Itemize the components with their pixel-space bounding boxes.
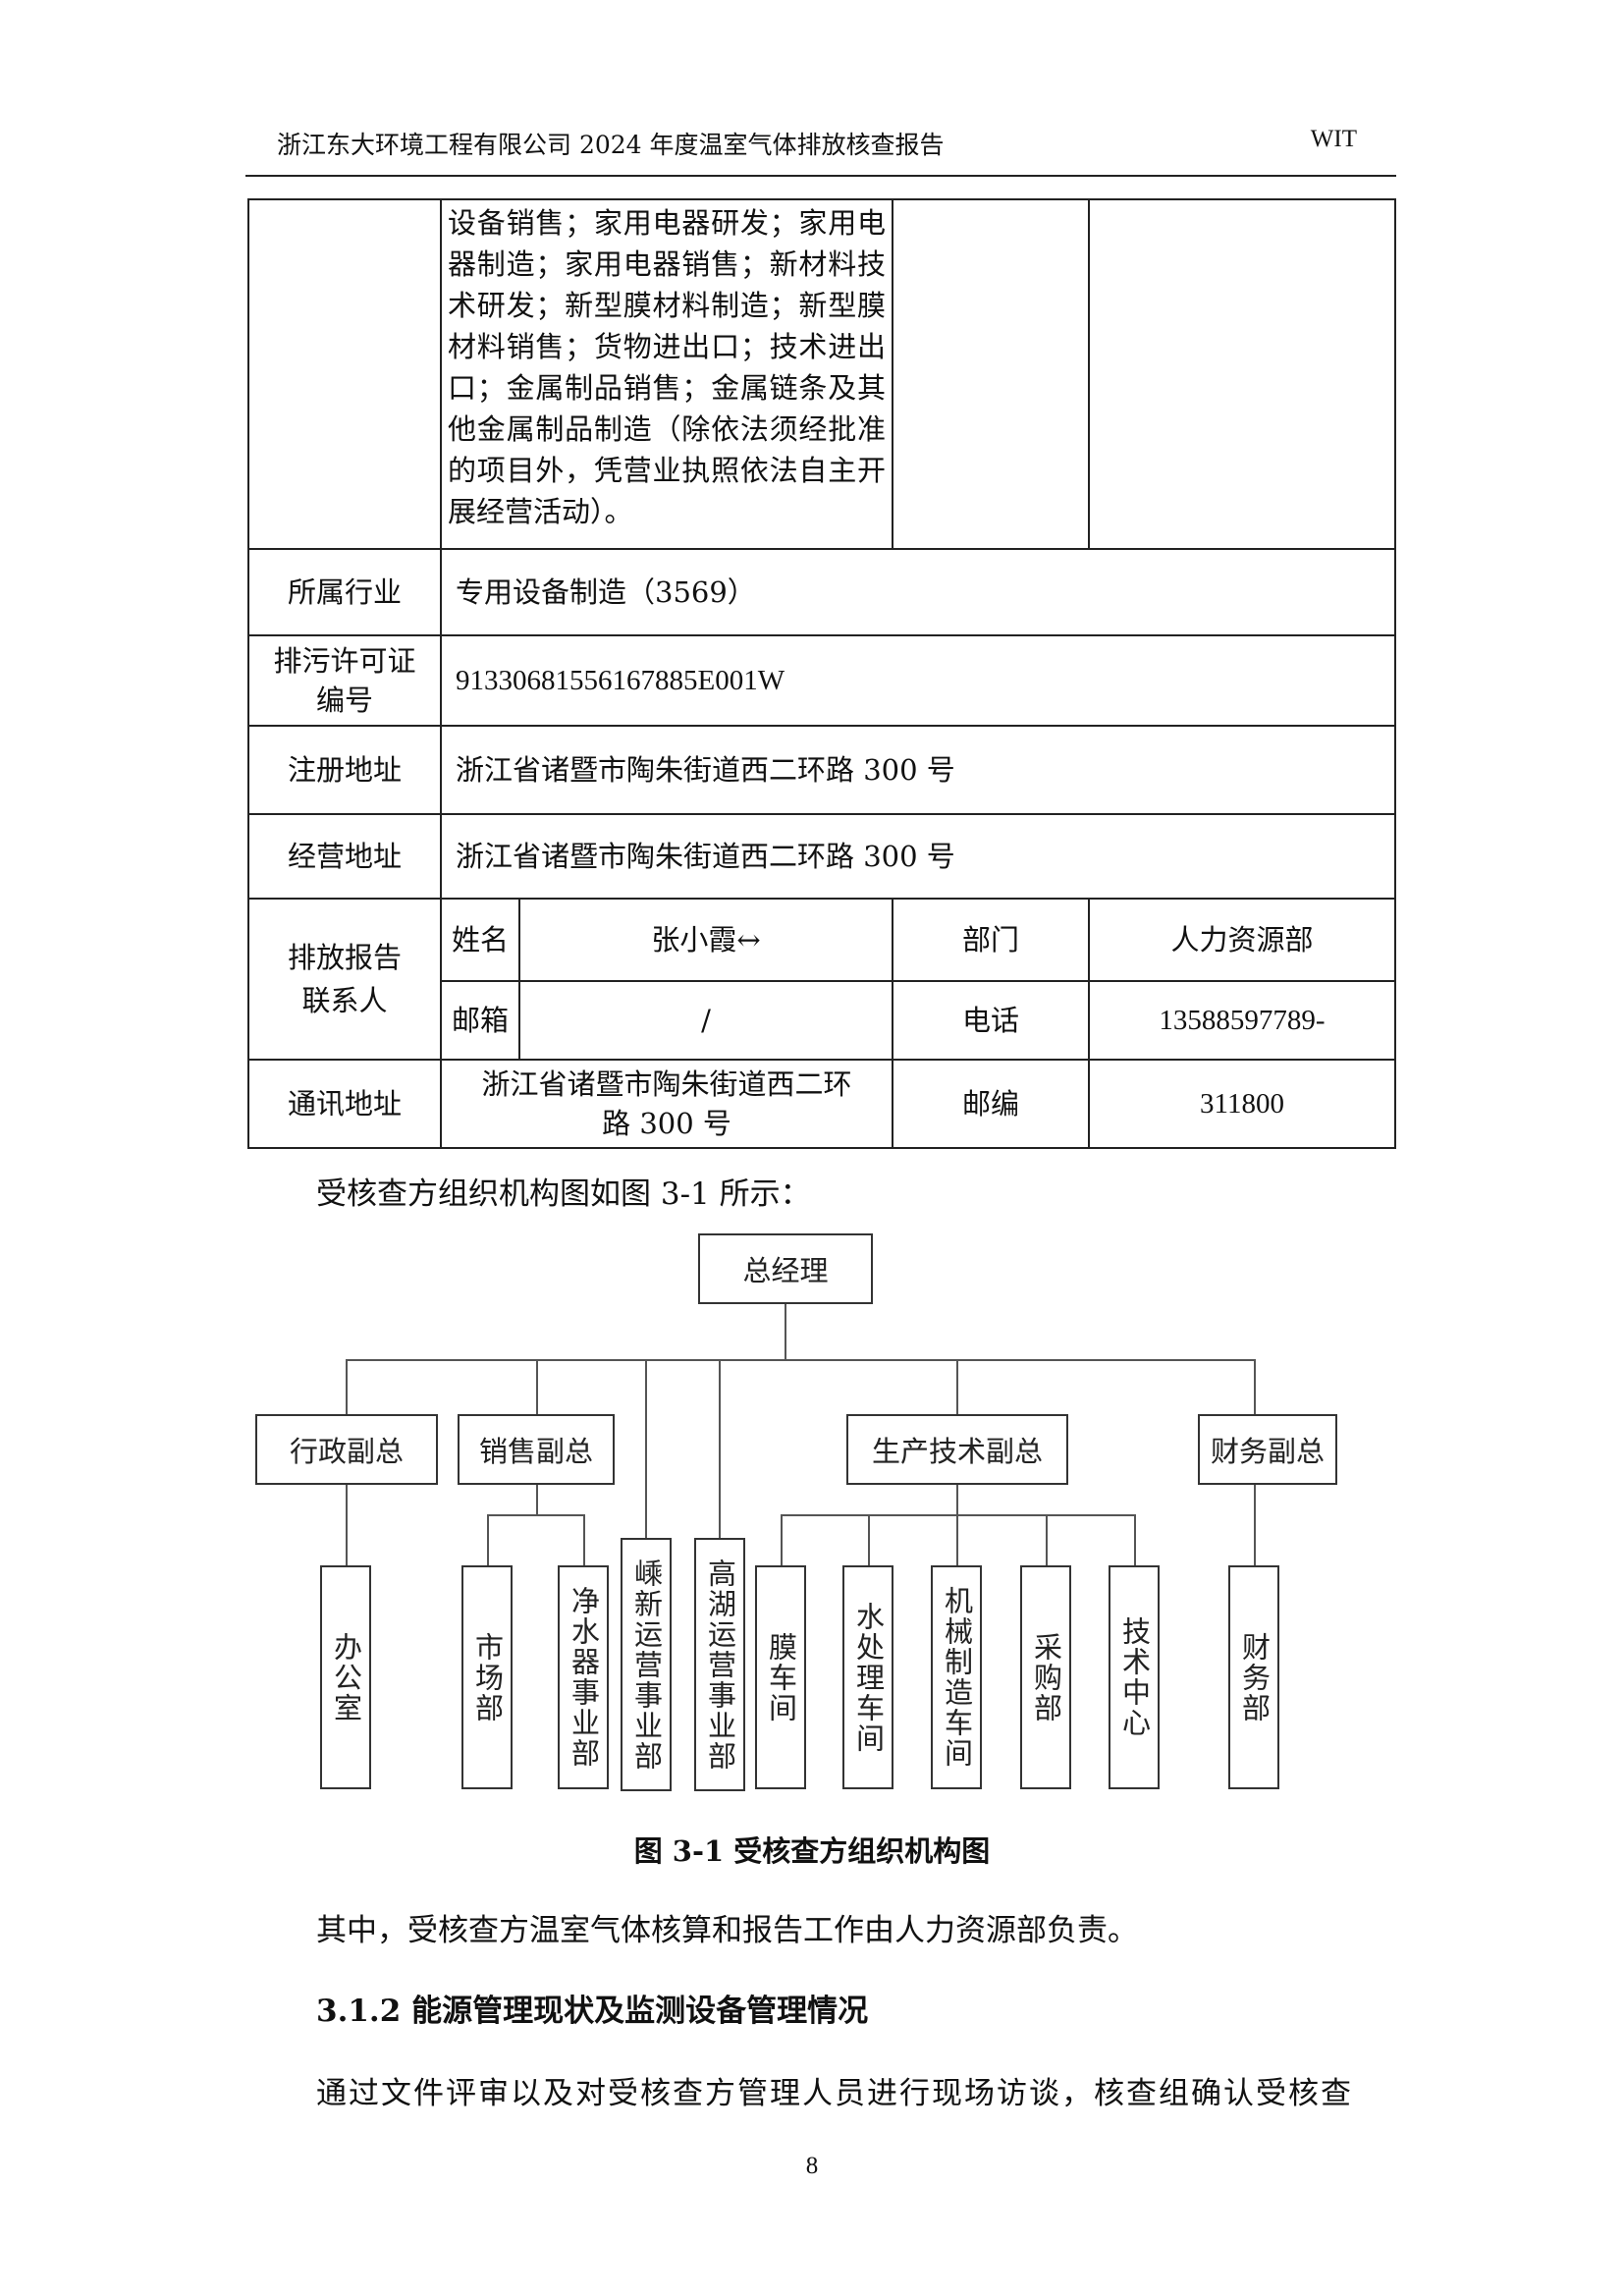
org-general-manager: 总经理 — [698, 1233, 873, 1304]
org-admin-vp: 行政副总 — [255, 1414, 438, 1485]
connector-line — [781, 1514, 783, 1565]
connector-line — [719, 1359, 721, 1565]
permit-label: 排污许可证编号 — [247, 634, 442, 727]
org-machining: 机械制造车间 — [931, 1565, 982, 1789]
name-label: 姓名 — [440, 898, 520, 982]
biz-address-label: 经营地址 — [247, 813, 442, 900]
connector-line — [536, 1359, 538, 1414]
connector-line — [785, 1304, 786, 1359]
permit-value: 91330681556167885E001W — [439, 634, 1397, 727]
page-number: 8 — [805, 2153, 819, 2179]
connector-line — [346, 1485, 348, 1565]
contact-label: 排放报告联系人 — [247, 898, 442, 1061]
table-row: 设备销售；家用电器研发；家用电器制造；家用电器销售；新材料技术研发；新型膜材料制… — [247, 198, 1397, 550]
header-rule — [245, 175, 1396, 177]
reg-address-value: 浙江省诸暨市陶朱街道西二环路 300 号 — [439, 725, 1397, 815]
postcode-value: 311800 — [1088, 1059, 1397, 1149]
org-production-vp: 生产技术副总 — [846, 1414, 1068, 1485]
connector-line — [956, 1359, 958, 1414]
table-cell-empty — [247, 198, 442, 550]
connector-line — [868, 1514, 870, 1565]
dept-label: 部门 — [892, 898, 1091, 982]
connector-line — [536, 1485, 538, 1514]
biz-address-value: 浙江省诸暨市陶朱街道西二环路 300 号 — [439, 813, 1397, 900]
org-office: 办公室 — [320, 1565, 371, 1789]
table-row: 邮箱 / 电话 13588597789- — [248, 980, 1397, 1061]
connector-line — [956, 1514, 958, 1565]
connector-line — [645, 1359, 647, 1565]
table-row: 通讯地址 浙江省诸暨市陶朱街道西二环路 300 号 邮编 311800 — [247, 1059, 1397, 1149]
connector-line — [1134, 1514, 1136, 1565]
name-value: 张小霞↔ — [517, 898, 894, 982]
org-gaohu: 高湖运营事业部 — [694, 1538, 745, 1791]
table-row: 所属行业 专用设备制造（3569） — [247, 548, 1397, 636]
org-finance-vp: 财务副总 — [1198, 1414, 1337, 1485]
connector-line — [487, 1514, 585, 1516]
org-purifier: 净水器事业部 — [558, 1565, 609, 1789]
industry-value: 专用设备制造（3569） — [439, 548, 1397, 636]
company-info-table: 设备销售；家用电器研发；家用电器制造；家用电器销售；新材料技术研发；新型膜材料制… — [247, 198, 1397, 1149]
table-row: 经营地址 浙江省诸暨市陶朱街道西二环路 300 号 — [247, 813, 1397, 900]
org-sales-vp: 销售副总 — [458, 1414, 615, 1485]
email-value: / — [517, 980, 894, 1061]
email-label: 邮箱 — [440, 980, 520, 1061]
business-scope-value: 设备销售；家用电器研发；家用电器制造；家用电器销售；新材料技术研发；新型膜材料制… — [439, 198, 894, 550]
phone-value: 13588597789- — [1088, 980, 1397, 1061]
org-finance-dept: 财务部 — [1228, 1565, 1279, 1789]
connector-line — [346, 1359, 1256, 1361]
table-row: 注册地址 浙江省诸暨市陶朱街道西二环路 300 号 — [247, 725, 1397, 815]
connector-line — [583, 1514, 585, 1565]
connector-line — [346, 1359, 348, 1414]
mail-address-label: 通讯地址 — [247, 1059, 442, 1149]
dept-value: 人力资源部 — [1088, 898, 1397, 982]
table-row: 排放报告联系人 姓名 张小霞↔ 部门 人力资源部 — [247, 898, 1397, 1061]
table-cell-empty — [892, 198, 1091, 550]
postcode-label: 邮编 — [892, 1059, 1091, 1149]
org-water: 水处理车间 — [842, 1565, 893, 1789]
org-purchase: 采购部 — [1020, 1565, 1071, 1789]
industry-label: 所属行业 — [247, 548, 442, 636]
connector-line — [781, 1514, 1136, 1516]
header-brand: WIT — [1310, 126, 1357, 152]
connector-line — [1254, 1359, 1256, 1414]
intro-text: 受核查方组织机构图如图 3-1 所示： — [316, 1176, 811, 1212]
org-shengxin: 嵊新运营事业部 — [621, 1538, 672, 1791]
body-paragraph: 通过文件评审以及对受核查方管理人员进行现场访谈，核查组确认受核查 — [316, 2076, 1353, 2111]
figure-caption: 图 3-1 受核查方组织机构图 — [633, 1834, 991, 1868]
table-row: 排污许可证编号 91330681556167885E001W — [247, 634, 1397, 727]
org-membrane: 膜车间 — [755, 1565, 806, 1789]
org-market: 市场部 — [461, 1565, 513, 1789]
section-heading: 3.1.2 能源管理现状及监测设备管理情况 — [316, 1994, 869, 2029]
mail-address-value: 浙江省诸暨市陶朱街道西二环路 300 号 — [439, 1059, 894, 1149]
table-cell-empty — [1088, 198, 1397, 550]
connector-line — [956, 1485, 958, 1514]
connector-line — [1046, 1514, 1048, 1565]
org-tech-center: 技术中心 — [1109, 1565, 1160, 1789]
connector-line — [487, 1514, 489, 1565]
org-chart: 总经理 行政副总 销售副总 生产技术副总 财务副总 办公室 市场部 净水器事业部… — [247, 1233, 1396, 1813]
body-paragraph: 其中，受核查方温室气体核算和报告工作由人力资源部负责。 — [316, 1913, 1138, 1948]
reg-address-label: 注册地址 — [247, 725, 442, 815]
connector-line — [1254, 1485, 1256, 1565]
phone-label: 电话 — [892, 980, 1091, 1061]
header-title: 浙江东大环境工程有限公司 2024 年度温室气体排放核查报告 — [277, 131, 945, 159]
